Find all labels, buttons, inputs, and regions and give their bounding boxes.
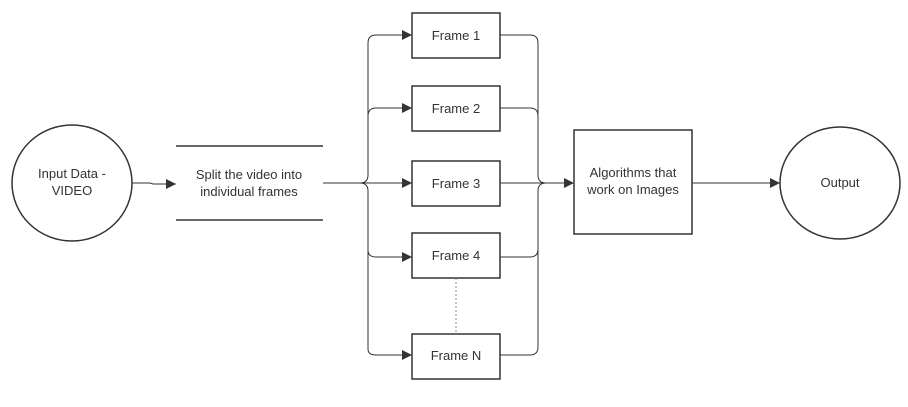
frame-label-3: Frame 3 [432, 176, 480, 191]
input-node: Input Data - VIDEO [11, 124, 133, 242]
frame-label-n: Frame N [431, 348, 482, 363]
frames-merge-connectors [500, 34, 574, 356]
frame-node-2: Frame 2 [411, 85, 501, 132]
algorithms-node: Algorithms that work on Images [573, 129, 693, 235]
split-label-line2: individual frames [200, 184, 298, 199]
output-node: Output [779, 126, 901, 240]
frame-label-4: Frame 4 [432, 248, 480, 263]
split-node: Split the video into individual frames [176, 145, 323, 221]
frame-label-1: Frame 1 [432, 28, 480, 43]
algorithms-label-line2: work on Images [586, 182, 679, 197]
input-label-line1: Input Data - [38, 166, 106, 181]
split-label-line1: Split the video into [196, 167, 302, 182]
split-fanout-connectors [323, 30, 412, 360]
frame-node-3: Frame 3 [411, 160, 501, 207]
connector-input-split [132, 179, 176, 189]
output-label: Output [820, 175, 859, 190]
input-label-line2: VIDEO [52, 183, 92, 198]
frame-node-1: Frame 1 [411, 12, 501, 59]
frame-label-2: Frame 2 [432, 101, 480, 116]
frame-node-4: Frame 4 [411, 232, 501, 279]
algorithms-label-line1: Algorithms that [590, 165, 677, 180]
frame-node-n: Frame N [411, 333, 501, 380]
